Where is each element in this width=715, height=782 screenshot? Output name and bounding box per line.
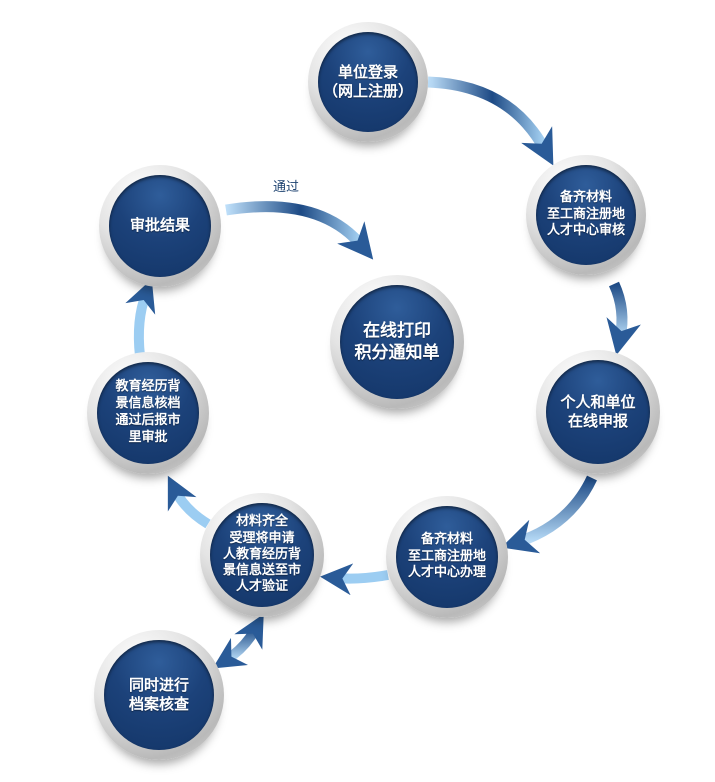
node-text: 景信息核档 <box>115 396 181 412</box>
step-materials-complete: 材料齐全受理将申请人教育经历背景信息送至市人才验证 <box>200 493 324 617</box>
arrow-6-to-7 <box>125 279 156 357</box>
step-materials-review: 备齐材料至工商注册地人才中心审核 <box>526 155 646 275</box>
step-materials-handle: 备齐材料至工商注册地人才中心办理 <box>386 496 508 618</box>
node-text: 景信息送至市 <box>222 563 301 579</box>
step-education-check: 教育经历背景信息核档通过后报市里审批 <box>87 352 209 474</box>
node-text: 里审批 <box>128 429 168 445</box>
arrow-5-archive-bidirectional <box>212 613 264 669</box>
step-archive-check: 同时进行档案核查 <box>94 630 224 760</box>
node-text: 人才中心审核 <box>546 223 625 239</box>
node-text: 至工商注册地 <box>407 548 486 564</box>
node-text: 至工商注册地 <box>546 206 625 222</box>
node-text: 备齐材料 <box>420 531 473 547</box>
node-text: 教育经历背 <box>115 379 181 395</box>
node-text: 受理将申请 <box>229 530 295 546</box>
node-text: 在线申报 <box>567 412 628 430</box>
node-text: 单位登录 <box>337 62 398 81</box>
arrow-1-to-2 <box>427 76 554 166</box>
step-unit-login: 单位登录（网上注册） <box>308 22 428 142</box>
node-text: 人教育经历背 <box>222 546 301 562</box>
pass-label: 通过 <box>273 180 300 195</box>
node-text: 在线打印 <box>363 320 431 341</box>
node-text: 个人和单位 <box>560 392 636 411</box>
node-text: 审批结果 <box>129 216 190 235</box>
step-online-apply: 个人和单位在线申报 <box>536 350 660 474</box>
node-text: 备齐材料 <box>559 189 612 205</box>
arrow-5-to-6 <box>167 475 211 529</box>
node-text: 通过后报市 <box>115 413 181 428</box>
step-approval-result: 审批结果 <box>99 165 221 287</box>
arrow-7-to-8 <box>225 201 374 260</box>
node-text: 人才中心办理 <box>407 565 486 581</box>
node-text: 积分通知单 <box>354 343 440 363</box>
node-text: （网上注册） <box>322 82 413 100</box>
node-text: 同时进行 <box>128 675 189 694</box>
arrow-2-to-3 <box>606 281 641 356</box>
node-text: 人才验证 <box>235 579 288 595</box>
step-print-notice: 在线打印积分通知单 <box>330 275 464 409</box>
node-text: 档案核查 <box>128 695 189 713</box>
arrow-3-to-4 <box>501 475 597 554</box>
node-text: 材料齐全 <box>235 514 288 530</box>
arrow-4-to-5 <box>320 563 389 596</box>
